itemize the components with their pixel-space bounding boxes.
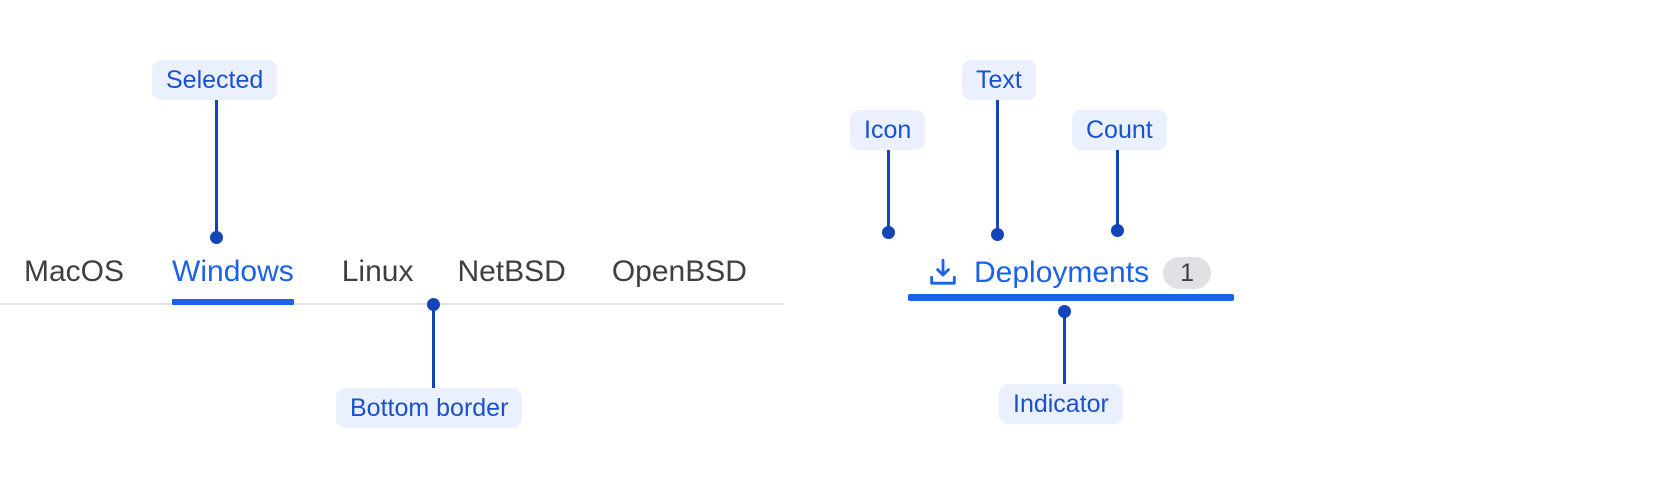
tab-linux[interactable]: Linux	[342, 240, 414, 303]
tabstrip: MacOS Windows Linux NetBSD OpenBSD	[0, 240, 784, 305]
leader-line-bottom-border	[432, 305, 435, 408]
leader-line-selected	[215, 100, 218, 238]
annotation-indicator: Indicator	[999, 384, 1123, 424]
annotation-selected-label: Selected	[166, 66, 264, 94]
tab-windows[interactable]: Windows	[172, 240, 294, 305]
tab-deployments-label: Deployments	[974, 255, 1150, 289]
annotation-indicator-label: Indicator	[1013, 390, 1109, 418]
annotation-count: Count	[1072, 110, 1167, 150]
annotation-selected: Selected	[152, 60, 278, 100]
leader-dot-count	[1111, 224, 1124, 237]
operating-system-tabset: MacOS Windows Linux NetBSD OpenBSD	[0, 240, 784, 305]
tab-openbsd-label: OpenBSD	[611, 254, 747, 288]
leader-dot-text	[991, 228, 1004, 241]
tab-linux-label: Linux	[341, 254, 414, 288]
leader-line-count	[1116, 150, 1119, 232]
annotation-count-label: Count	[1086, 116, 1153, 144]
annotation-icon-label: Icon	[864, 116, 912, 144]
tab-netbsd[interactable]: NetBSD	[457, 240, 565, 303]
deployments-tabset: Deployments 1	[908, 240, 1234, 312]
leader-dot-selected	[210, 231, 223, 244]
download-tray-icon	[926, 256, 960, 290]
leader-dot-icon	[882, 226, 895, 239]
tab-selected-underline	[172, 299, 294, 305]
leader-line-icon	[887, 150, 890, 234]
tab-netbsd-label: NetBSD	[457, 254, 566, 288]
tab-macos-label: MacOS	[24, 254, 125, 288]
annotation-bottom-border-label: Bottom border	[350, 394, 509, 422]
leader-dot-indicator	[1058, 305, 1071, 318]
tab-deployments[interactable]: Deployments 1	[908, 240, 1234, 305]
leader-dot-bottom-border	[427, 298, 440, 311]
annotation-icon: Icon	[850, 110, 926, 150]
tab-macos[interactable]: MacOS	[24, 240, 124, 303]
annotation-bottom-border: Bottom border	[336, 388, 523, 428]
tab-selected-indicator	[908, 294, 1234, 301]
annotation-text-label: Text	[976, 66, 1022, 94]
tab-windows-label: Windows	[172, 254, 294, 288]
tab-deployments-count-badge: 1	[1163, 256, 1212, 289]
annotation-text: Text	[962, 60, 1036, 100]
leader-line-indicator	[1063, 312, 1066, 404]
leader-line-text	[996, 100, 999, 234]
tab-openbsd[interactable]: OpenBSD	[612, 240, 747, 303]
